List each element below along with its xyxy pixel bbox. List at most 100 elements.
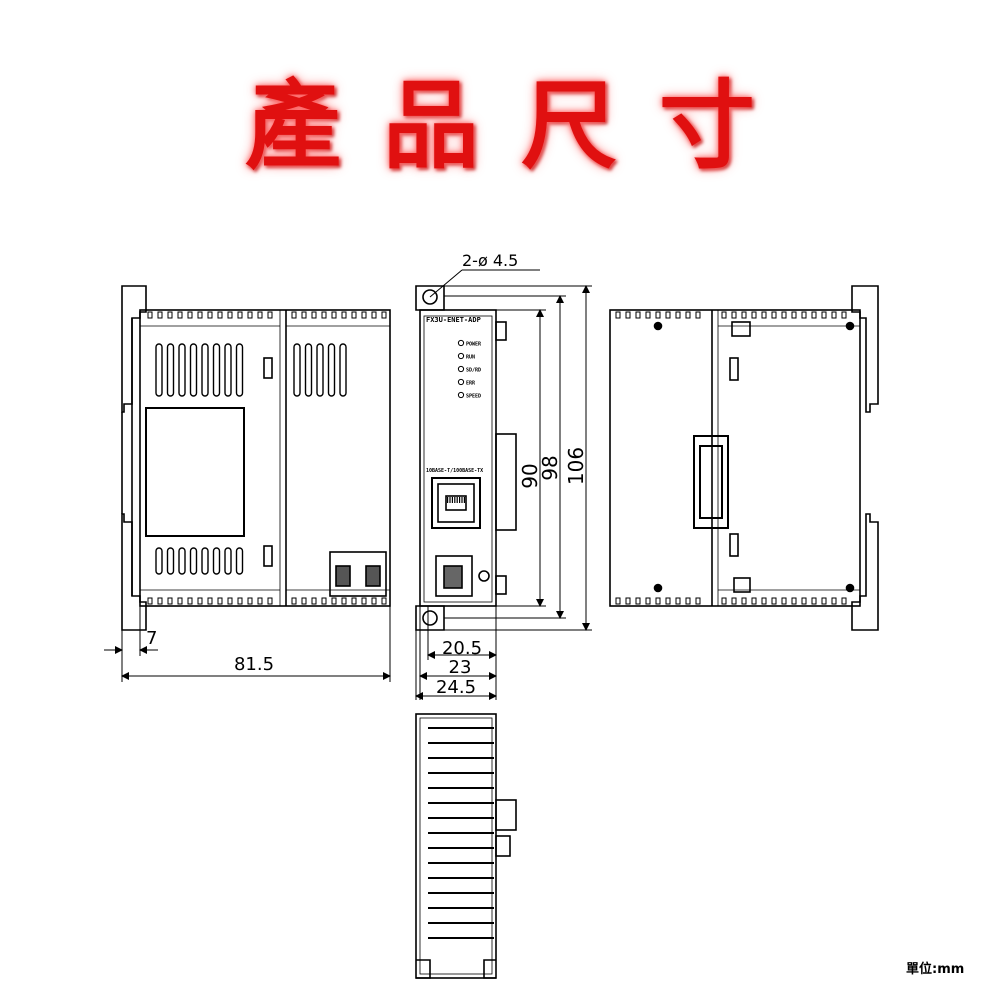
- edge-tooth: [331, 597, 337, 605]
- edge-tooth: [351, 311, 357, 319]
- edge-tooth: [351, 597, 357, 605]
- edge-tooth: [781, 597, 787, 605]
- rj45-pins: [447, 497, 465, 503]
- edge-tooth: [267, 597, 273, 605]
- edge-tooth: [371, 597, 377, 605]
- edge-tooth: [311, 311, 317, 319]
- edge-tooth: [821, 311, 827, 319]
- edge-tooth: [791, 311, 797, 319]
- edge-tooth: [771, 597, 777, 605]
- edge-tooth: [267, 311, 273, 319]
- vent-slot: [189, 547, 198, 575]
- edge-tooth: [751, 597, 757, 605]
- vent-slot: [224, 547, 232, 575]
- right-view: [609, 285, 879, 631]
- vent-slot: [212, 343, 221, 397]
- edge-tooth: [371, 311, 377, 319]
- port-label: 10BASE-T/100BASE-TX: [426, 468, 483, 474]
- edge-tooth: [247, 311, 253, 319]
- edge-tooth: [207, 597, 213, 605]
- dimension-23: 23: [449, 657, 472, 678]
- led-label: ERR: [466, 381, 476, 387]
- hole-dimension: 2-ø 4.5: [462, 251, 518, 270]
- edge-tooth: [257, 597, 263, 605]
- horizontal-dimensions-front: [415, 606, 497, 700]
- vent-slot: [155, 547, 163, 575]
- edge-tooth: [187, 597, 193, 605]
- vertical-dimensions: [444, 285, 592, 631]
- edge-tooth: [791, 597, 797, 605]
- left-view: [121, 285, 391, 631]
- edge-tooth: [801, 311, 807, 319]
- edge-tooth: [751, 311, 757, 319]
- edge-tooth: [811, 311, 817, 319]
- edge-tooth: [321, 597, 327, 605]
- edge-tooth: [177, 597, 183, 605]
- edge-tooth: [645, 311, 651, 319]
- edge-tooth: [257, 311, 263, 319]
- edge-tooth: [227, 311, 233, 319]
- status-led: [457, 391, 465, 399]
- edge-tooth: [291, 597, 297, 605]
- vent-slot: [201, 343, 209, 397]
- edge-tooth: [665, 597, 671, 605]
- edge-tooth: [761, 597, 767, 605]
- horizontal-dimensions-left: [104, 606, 391, 682]
- edge-tooth: [811, 597, 817, 605]
- unit-label: 單位:mm: [906, 962, 965, 977]
- edge-tooth: [301, 311, 307, 319]
- vent-slot: [166, 547, 175, 575]
- bottom-view: [415, 713, 517, 979]
- edge-tooth: [721, 597, 727, 605]
- bottom-cooling-fins: [428, 727, 494, 939]
- dimension-7: 7: [146, 628, 157, 649]
- vent-slot: [189, 343, 198, 397]
- dimension-90: 90: [518, 463, 542, 488]
- edge-tooth: [781, 311, 787, 319]
- left-vent-slots: [155, 343, 347, 575]
- edge-tooth: [831, 311, 837, 319]
- edge-tooth: [207, 311, 213, 319]
- edge-tooth: [291, 311, 297, 319]
- vent-slot: [235, 547, 244, 575]
- edge-tooth: [831, 597, 837, 605]
- vent-slot: [224, 343, 232, 397]
- edge-tooth: [695, 597, 701, 605]
- edge-tooth: [841, 597, 847, 605]
- rj45-pin: [456, 497, 458, 503]
- edge-tooth: [147, 311, 153, 319]
- edge-tooth: [311, 597, 317, 605]
- status-led: [457, 352, 465, 360]
- rj45-pin: [454, 497, 456, 503]
- rj45-pin: [459, 497, 461, 503]
- edge-tooth: [655, 311, 661, 319]
- edge-tooth: [247, 597, 253, 605]
- edge-tooth: [635, 311, 641, 319]
- vent-slot: [212, 547, 221, 575]
- edge-tooth: [237, 311, 243, 319]
- edge-tooth: [675, 597, 681, 605]
- dimension-106: 106: [564, 447, 588, 485]
- edge-tooth: [771, 311, 777, 319]
- status-led: [457, 365, 465, 373]
- edge-tooth: [187, 311, 193, 319]
- edge-tooth: [821, 597, 827, 605]
- edge-tooth: [625, 311, 631, 319]
- edge-tooth: [615, 311, 621, 319]
- status-led: [457, 339, 465, 347]
- edge-tooth: [217, 597, 223, 605]
- edge-tooth: [685, 311, 691, 319]
- edge-tooth: [721, 311, 727, 319]
- edge-tooth: [635, 597, 641, 605]
- edge-tooth: [147, 597, 153, 605]
- rj45-pin: [449, 497, 451, 503]
- dimension-20-5: 20.5: [442, 638, 482, 659]
- vent-slot: [201, 547, 209, 575]
- edge-tooth: [381, 597, 387, 605]
- left-edge-teeth: [147, 311, 387, 605]
- edge-tooth: [361, 311, 367, 319]
- edge-tooth: [167, 311, 173, 319]
- edge-tooth: [695, 311, 701, 319]
- edge-tooth: [341, 597, 347, 605]
- edge-tooth: [741, 597, 747, 605]
